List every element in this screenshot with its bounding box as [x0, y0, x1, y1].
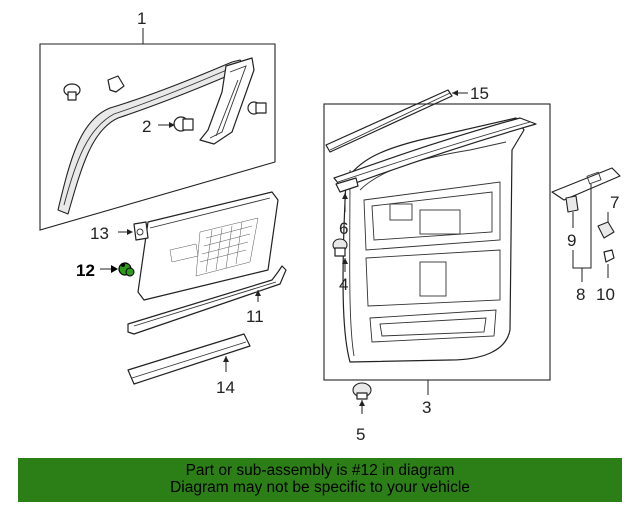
callout-8[interactable]: 8 [576, 285, 585, 304]
callout-9[interactable]: 9 [567, 231, 576, 250]
callout-15[interactable]: 15 [470, 84, 489, 103]
part-4-clip [332, 238, 348, 257]
part-1-pillar [199, 57, 255, 145]
banner-line-2: Diagram may not be specific to your vehi… [170, 479, 470, 496]
part-1-clip-a [63, 83, 81, 101]
part-1-frame [39, 43, 276, 231]
part-10-screw [603, 249, 615, 263]
callout-13[interactable]: 13 [90, 224, 109, 243]
part-9-clip [565, 195, 579, 213]
callout-4[interactable]: 4 [339, 275, 348, 294]
part-12-highlight[interactable] [118, 262, 135, 277]
part-14-garnish [127, 333, 251, 385]
part-8-switch-bezel [551, 167, 621, 201]
callout-10[interactable]: 10 [596, 285, 615, 304]
callout-5[interactable]: 5 [356, 425, 365, 444]
part-1-clip-b [107, 75, 125, 93]
callout-14[interactable]: 14 [216, 378, 235, 397]
part-11-sunshade [137, 191, 279, 301]
callout-7[interactable]: 7 [610, 193, 619, 212]
part-3-frame [323, 103, 551, 381]
part-1-clip-c [247, 101, 267, 115]
callout-12[interactable]: 12 [76, 261, 95, 280]
part-11-rail [127, 265, 287, 335]
callout-3[interactable]: 3 [422, 398, 431, 417]
callout-1[interactable]: 1 [137, 9, 146, 28]
callout-11[interactable]: 11 [246, 307, 264, 326]
part-5-grommet [352, 382, 372, 400]
parts-diagram: 1 2 15 3 6 [39, 9, 621, 444]
part-13-clip [133, 221, 149, 241]
part-7-switch [597, 221, 615, 239]
callout-6[interactable]: 6 [339, 219, 348, 238]
part-2-clip [173, 116, 194, 132]
part-6-rail [335, 177, 359, 193]
callout-2[interactable]: 2 [142, 117, 151, 136]
info-banner: Part or sub-assembly is #12 in diagram D… [18, 458, 622, 502]
part-11-mesh [169, 217, 259, 277]
banner-line-1: Part or sub-assembly is #12 in diagram [185, 462, 455, 479]
